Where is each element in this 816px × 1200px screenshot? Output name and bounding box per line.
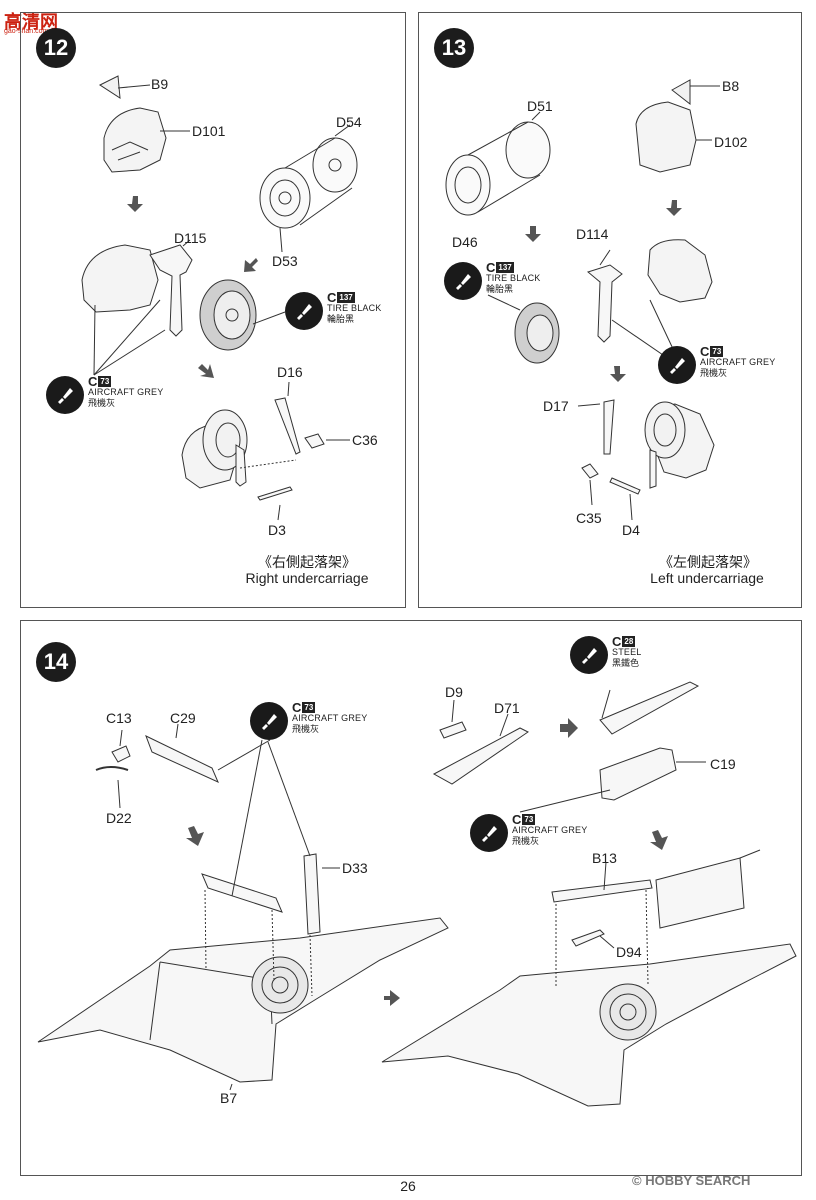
brush-icon [285,292,323,330]
page-number: 26 [400,1178,416,1194]
paint-name: AIRCRAFT GREY [88,387,164,397]
paint-code: C [486,260,496,275]
paint-name-zh: 飛機灰 [292,724,320,734]
paint-number: 73 [302,702,316,713]
part-label-d46: D46 [452,234,478,250]
part-label-c13: C13 [106,710,132,726]
part-label-d51: D51 [527,98,553,114]
caption-en: Left undercarriage [650,570,764,586]
part-label-b8: B8 [722,78,740,94]
part-label-d54: D54 [336,114,362,130]
paint-number: 137 [337,292,355,303]
part-label-b9: B9 [151,76,169,92]
paint-name: AIRCRAFT GREY [292,713,368,723]
part-label-d3: D3 [268,522,286,538]
paint-code: C [88,374,98,389]
paint-code: C [327,290,337,305]
part-label-d53: D53 [272,253,298,269]
part-label-c29: C29 [170,710,196,726]
part-label-d101: D101 [192,123,226,139]
site-logo-url: gao-shan.com [4,28,49,35]
paint-name: AIRCRAFT GREY [700,357,776,367]
part-label-d17: D17 [543,398,569,414]
caption-zh: 《左側起落架》 [659,554,757,570]
part-label-c36: C36 [352,432,378,448]
part-label-d115: D115 [174,230,207,246]
paint-number: 28 [622,636,636,647]
paint-name: STEEL [612,647,642,657]
step-12-panel [20,12,406,608]
part-label-b13: B13 [592,850,617,866]
part-label-d22: D22 [106,810,132,826]
part-label-d9: D9 [445,684,463,700]
paint-number: 73 [522,814,536,825]
paint-code: C [700,344,710,359]
part-label-b7: B7 [220,1090,238,1106]
step13-drawing [445,79,720,521]
footer-watermark: © HOBBY SEARCH [632,1173,751,1188]
part-label-d71: D71 [494,700,520,716]
caption-zh: 《右側起落架》 [258,554,356,570]
part-label-d94: D94 [616,944,642,960]
paint-number: 73 [710,346,724,357]
brush-icon [250,702,288,740]
step14-drawing [37,681,797,1107]
step-number: 13 [434,28,474,68]
step12-drawing [81,75,358,521]
caption-en: Right undercarriage [245,570,369,586]
paint-name: TIRE BLACK [486,273,541,283]
paint-name-zh: 黑鐵色 [612,658,640,668]
brush-icon [570,636,608,674]
brush-icon [444,262,482,300]
step-14-panel [20,620,802,1176]
brush-icon [470,814,508,852]
site-logo: 高清网 [4,12,58,32]
step-13-panel [418,12,802,608]
paint-name-zh: 飛機灰 [700,368,728,378]
paint-name: AIRCRAFT GREY [512,825,588,835]
step-number: 14 [36,642,76,682]
paint-name: TIRE BLACK [327,303,382,313]
paint-number: 137 [496,262,514,273]
paint-name-zh: 輪胎黑 [327,314,355,324]
part-label-c19: C19 [710,756,736,772]
part-label-c35: C35 [576,510,602,526]
paint-code: C [292,700,302,715]
brush-icon [658,346,696,384]
part-label-d114: D114 [576,226,609,242]
part-label-d33: D33 [342,860,368,876]
paint-name-zh: 飛機灰 [512,836,540,846]
paint-number: 73 [98,376,112,387]
brush-icon [46,376,84,414]
step-number: 12 [36,28,76,68]
part-label-d102: D102 [714,134,748,150]
part-label-d16: D16 [277,364,303,380]
paint-code: C [612,634,622,649]
part-label-d4: D4 [622,522,640,538]
paint-name-zh: 輪胎黑 [486,284,514,294]
paint-code: C [512,812,522,827]
paint-name-zh: 飛機灰 [88,398,116,408]
